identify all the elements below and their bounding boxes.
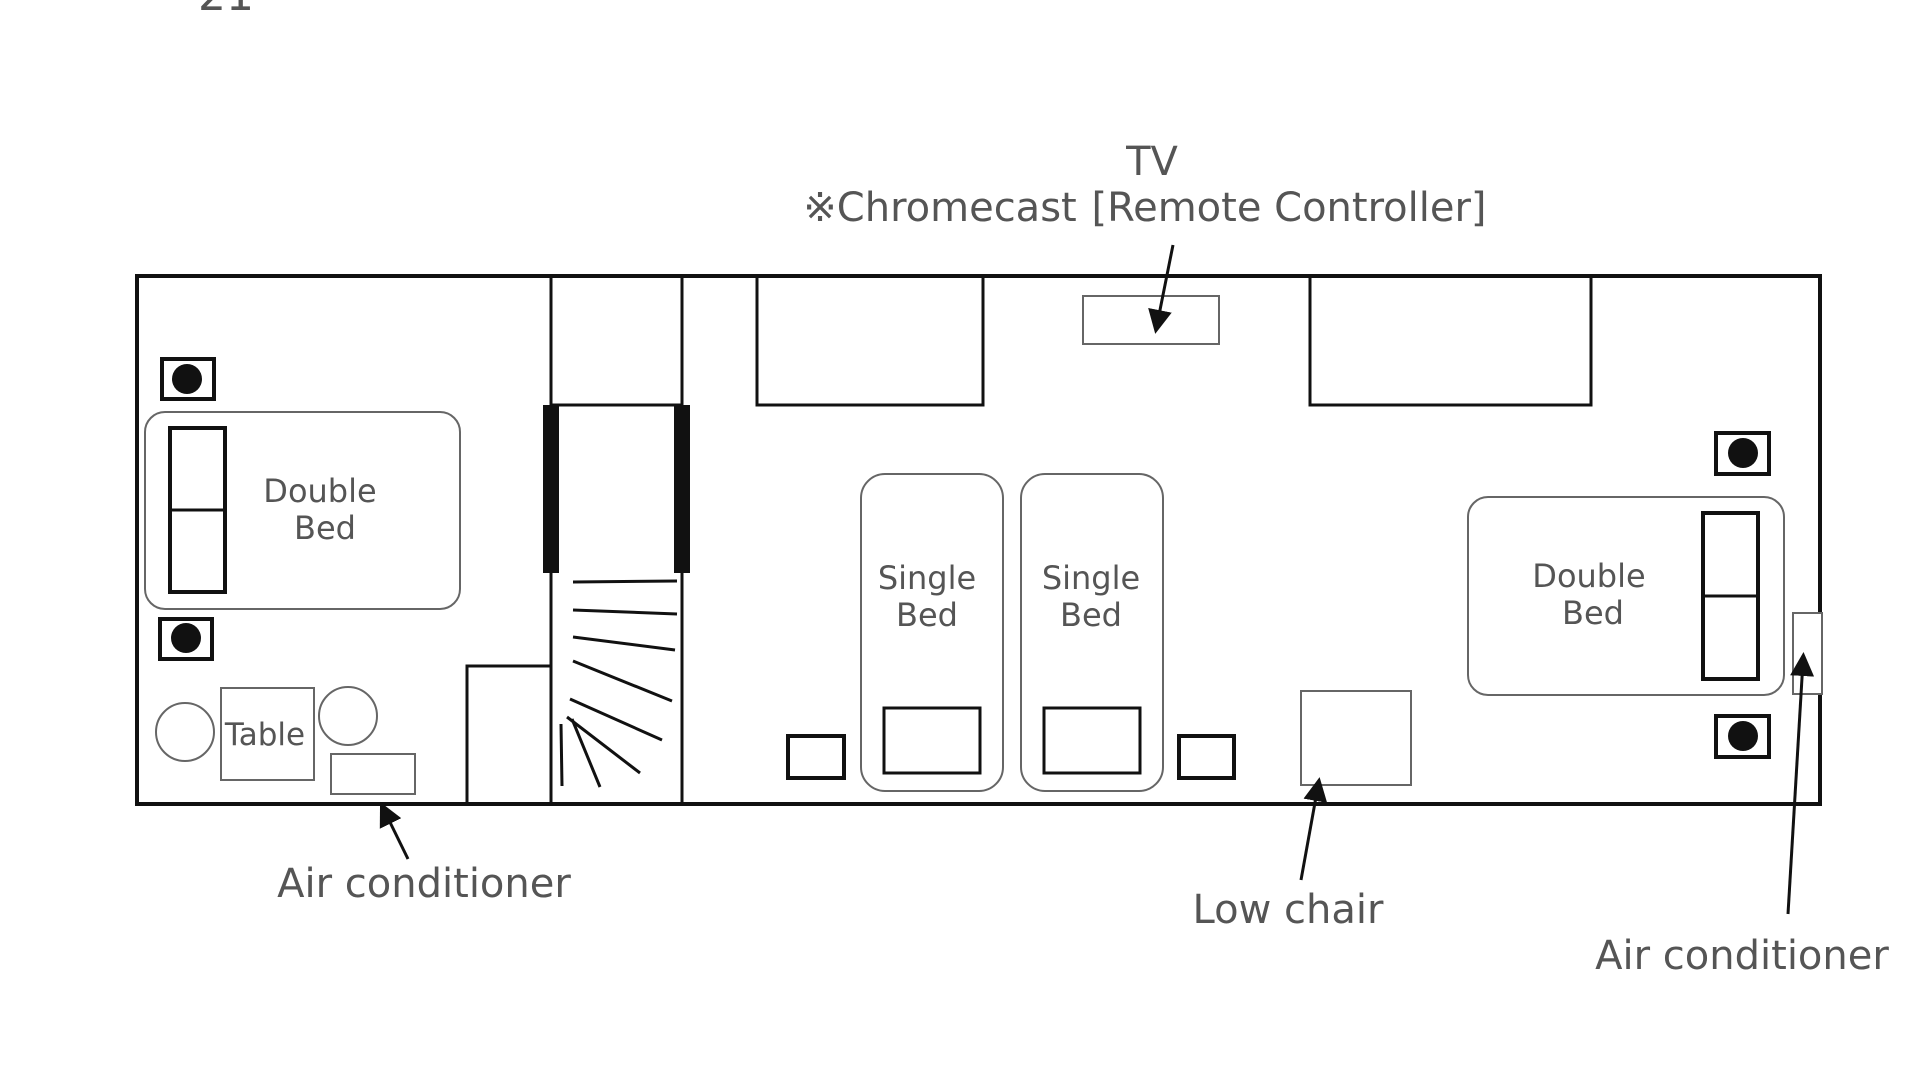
single-bed-2: Single Bed	[1020, 473, 1164, 792]
tv-arrow	[1148, 244, 1175, 334]
stool-left	[155, 702, 215, 762]
single-bed-2-label-2: Bed	[1060, 596, 1122, 634]
stair-rail-right	[674, 405, 690, 573]
stool-right	[318, 686, 378, 746]
room-outline	[135, 274, 1822, 806]
remote-controller-label: [Remote Controller]	[1091, 185, 1486, 231]
table	[220, 687, 315, 781]
air-conditioner-left-arrow	[379, 801, 410, 860]
double-bed-left-label-2: Bed	[294, 509, 356, 547]
nightstand-lamp-top-right	[1714, 431, 1771, 476]
air-conditioner-right-arrow	[1786, 652, 1815, 915]
cabinet-left	[755, 276, 985, 407]
tv-label: TV	[1125, 139, 1178, 185]
single-bed-1: Single Bed	[860, 473, 1004, 792]
double-bed-left-label-1: Double	[263, 472, 376, 510]
closet	[465, 664, 551, 804]
air-conditioner-right-label: Air conditioner	[1595, 933, 1889, 979]
chromecast-label: ※Chromecast	[803, 185, 1076, 231]
tv	[1082, 295, 1220, 345]
page-marker: 21	[198, 0, 254, 21]
cabinet-right	[1308, 276, 1593, 407]
nightstand-lamp-top-left	[160, 357, 216, 401]
nightstand-lamp-bottom-right	[1714, 714, 1771, 759]
low-chair	[1300, 690, 1412, 786]
bedside-box-right	[1177, 734, 1236, 780]
air-conditioner-left-label: Air conditioner	[277, 861, 571, 907]
low-chair-arrow	[1299, 777, 1328, 881]
single-bed-2-label-1: Single	[1042, 559, 1140, 597]
double-bed-right-label-2: Bed	[1562, 594, 1624, 632]
bedside-box-left	[786, 734, 846, 780]
air-conditioner-right-unit	[1792, 612, 1823, 695]
double-bed-right-label-1: Double	[1532, 557, 1645, 595]
nightstand-lamp-bottom-left	[158, 617, 214, 661]
air-conditioner-left-unit	[330, 753, 416, 795]
spiral-staircase	[559, 579, 678, 788]
table-label: Table	[224, 717, 305, 753]
double-bed-right: Double Bed	[1467, 496, 1785, 696]
stair-rail-left	[543, 405, 559, 573]
double-bed-left: Double Bed	[144, 411, 461, 610]
single-bed-1-label-1: Single	[878, 559, 976, 597]
low-chair-label: Low chair	[1193, 887, 1384, 933]
single-bed-1-label-2: Bed	[896, 596, 958, 634]
